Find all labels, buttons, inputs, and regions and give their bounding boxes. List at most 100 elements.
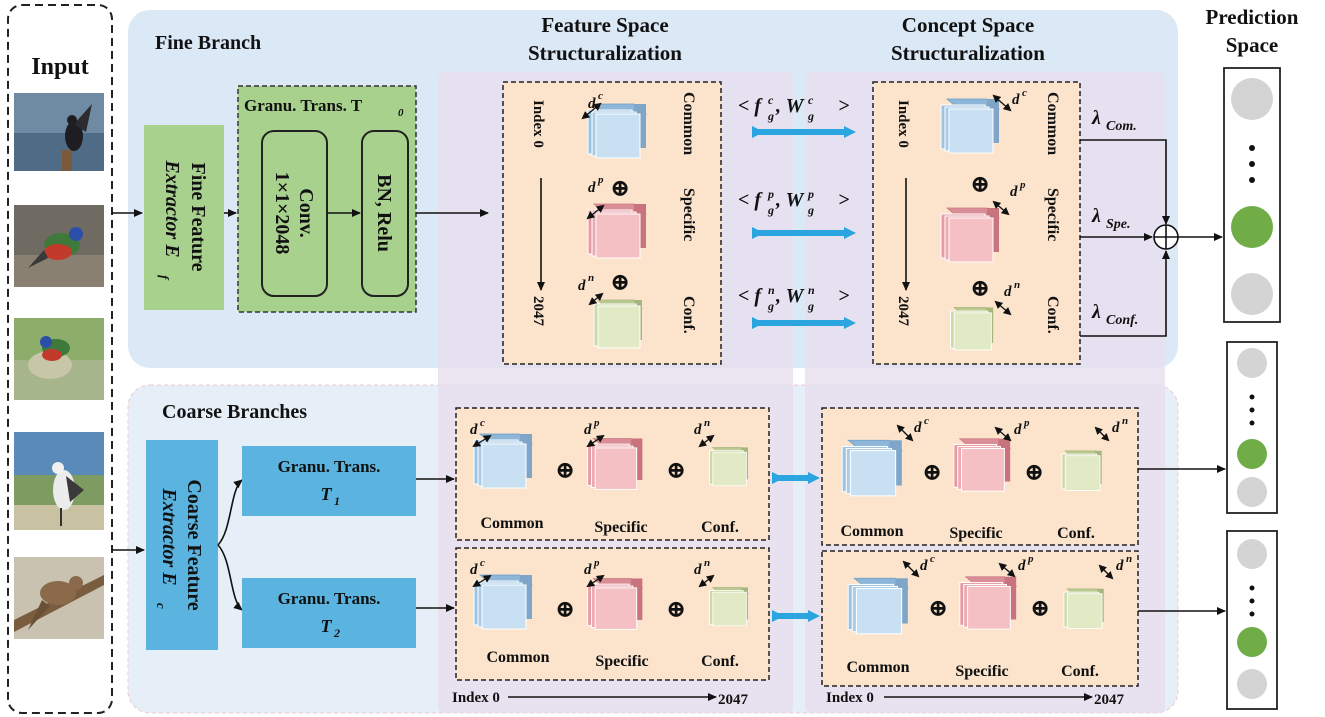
svg-text:p: p — [1023, 417, 1030, 429]
svg-text:c: c — [480, 557, 485, 569]
fine-branch-label: Fine Branch — [155, 32, 261, 54]
svg-text:n: n — [1126, 553, 1132, 565]
svg-text:λ: λ — [1091, 107, 1101, 129]
svg-text:Specific: Specific — [949, 525, 1002, 542]
input-label: Input — [31, 54, 88, 80]
fine-feature-space-box: Index 0 2047 d c ⊕ d p ⊕ d n Common Spec… — [503, 82, 721, 364]
svg-text:c: c — [930, 553, 935, 565]
svg-text:d: d — [584, 422, 592, 438]
svg-text:< f: < f — [738, 285, 763, 307]
svg-text:, W: , W — [775, 95, 805, 117]
svg-text:, W: , W — [775, 285, 805, 307]
prediction-panel-fine — [1224, 68, 1280, 322]
bird-photo-5 — [14, 557, 104, 639]
svg-text:n: n — [704, 557, 710, 569]
svg-text:Specific: Specific — [595, 653, 648, 670]
svg-text:d: d — [694, 562, 702, 578]
svg-text:n: n — [768, 283, 775, 297]
svg-text:d: d — [914, 420, 922, 436]
svg-text:>: > — [838, 189, 849, 211]
svg-text:d: d — [1004, 284, 1012, 300]
bottom-con-index-end: 2047 — [1094, 692, 1125, 708]
svg-text:d: d — [584, 562, 592, 578]
fine-feat-dc: d — [588, 96, 596, 112]
svg-text:λ: λ — [1091, 301, 1101, 323]
coarse-extractor-line1: Coarse Feature — [183, 479, 205, 610]
fine-feature-extractor — [144, 125, 224, 310]
svg-text:d: d — [920, 558, 928, 574]
sum-node — [1154, 225, 1178, 249]
bottom-con-index-start: Index 0 — [826, 690, 874, 706]
fine-feat-oplus-2: ⊕ — [610, 270, 630, 296]
bottom-feat-index-start: Index 0 — [452, 690, 500, 706]
svg-text:g: g — [807, 299, 814, 313]
svg-text:g: g — [767, 299, 774, 313]
svg-text:Conf.: Conf. — [1044, 296, 1061, 334]
fine-feat-dp: d — [588, 180, 596, 196]
svg-text:Common: Common — [486, 649, 549, 666]
fine-feat-index-end: 2047 — [530, 296, 546, 327]
svg-text:λ: λ — [1091, 205, 1101, 227]
svg-text:1: 1 — [334, 494, 340, 508]
svg-text:⊕: ⊕ — [970, 276, 990, 302]
svg-text:⊕: ⊕ — [666, 458, 686, 484]
svg-text:d: d — [1112, 420, 1120, 436]
fine-con-index-start: Index 0 — [895, 100, 911, 148]
svg-text:⊕: ⊕ — [1030, 596, 1050, 622]
coarse-feature-box-1: d c ⊕ d p ⊕ d n Common Specific Conf. — [456, 408, 769, 540]
coarse-concept-box-2: d c ⊕ d p ⊕ d n Common Specific Conf. — [822, 551, 1138, 686]
svg-text:⊕: ⊕ — [928, 596, 948, 622]
coarse-branches-label: Coarse Branches — [162, 401, 307, 423]
svg-text:p: p — [1027, 553, 1034, 565]
svg-text:p: p — [1019, 179, 1026, 191]
svg-text:Com.: Com. — [1106, 119, 1137, 134]
fine-extractor-line2: Extractor E — [161, 159, 183, 257]
svg-text:Common: Common — [840, 523, 903, 540]
svg-text:Specific: Specific — [1044, 188, 1061, 241]
svg-text:⊕: ⊕ — [555, 597, 575, 623]
svg-text:d: d — [470, 562, 478, 578]
svg-text:p: p — [767, 187, 774, 201]
svg-text:< f: < f — [738, 189, 763, 211]
svg-text:Common: Common — [846, 659, 909, 676]
fine-extractor-line1: Fine Feature — [187, 162, 209, 271]
svg-text:⊕: ⊕ — [970, 172, 990, 198]
svg-text:Specific: Specific — [955, 663, 1008, 680]
svg-text:⊕: ⊕ — [666, 597, 686, 623]
svg-text:d: d — [1018, 558, 1026, 574]
svg-text:p: p — [807, 187, 814, 201]
svg-text:c: c — [1022, 87, 1027, 99]
concept-space-title-2: Structuralization — [891, 41, 1045, 65]
fine-con-index-end: 2047 — [895, 296, 911, 327]
svg-text:d: d — [1010, 184, 1018, 200]
coarse-feature-box-2: d c ⊕ d p ⊕ d n Common Specific Conf. — [456, 548, 769, 680]
feature-space-title-1: Feature Space — [541, 13, 668, 37]
svg-text:Common: Common — [480, 515, 543, 532]
svg-text:T: T — [321, 616, 333, 636]
svg-text:>: > — [838, 95, 849, 117]
svg-text:c: c — [924, 415, 929, 427]
svg-text:p: p — [593, 417, 600, 429]
bird-photo-4 — [14, 432, 104, 530]
svg-text:T: T — [321, 484, 333, 504]
svg-text:Conf.: Conf. — [1106, 313, 1138, 328]
fine-feat-conf-label: Conf. — [680, 296, 697, 334]
svg-text:c: c — [598, 90, 603, 102]
prediction-title-1: Prediction — [1206, 5, 1299, 29]
conv-line2: 1×1×2048 — [271, 172, 293, 255]
svg-text:⊕: ⊕ — [555, 458, 575, 484]
svg-text:n: n — [704, 417, 710, 429]
granu-t0-title: Granu. Trans. T — [244, 96, 363, 115]
svg-text:Conf.: Conf. — [701, 519, 739, 536]
svg-text:c: c — [768, 93, 774, 107]
svg-text:g: g — [807, 203, 814, 217]
concept-space-title-1: Concept Space — [902, 13, 1034, 37]
bird-photo-2 — [14, 205, 104, 287]
svg-text:g: g — [767, 203, 774, 217]
coarse-extractor-line2: Extractor E — [158, 487, 180, 585]
prediction-panel-coarse-2 — [1227, 531, 1277, 709]
svg-text:d: d — [1116, 558, 1124, 574]
svg-text:Granu. Trans.: Granu. Trans. — [278, 589, 381, 608]
svg-text:d: d — [1012, 92, 1020, 108]
svg-text:, W: , W — [775, 189, 805, 211]
